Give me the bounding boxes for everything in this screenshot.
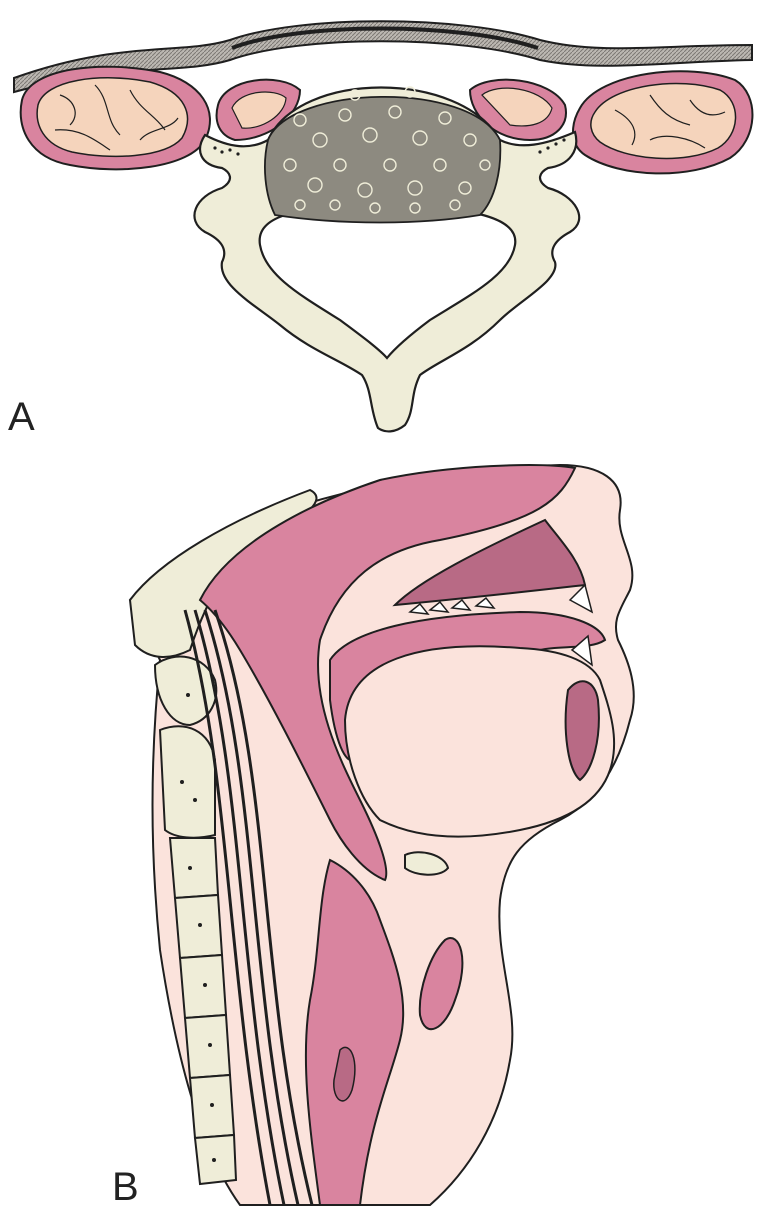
panel-a: A [0, 0, 764, 450]
panel-label-a: A [8, 395, 35, 439]
vertebral-body [265, 97, 500, 223]
panel-b: B [0, 450, 764, 1214]
panel-label-b: B [112, 1165, 139, 1209]
left-fat-lobules [37, 78, 187, 157]
sagittal-section-diagram: B [0, 450, 764, 1214]
axial-section-diagram: A [0, 0, 764, 450]
